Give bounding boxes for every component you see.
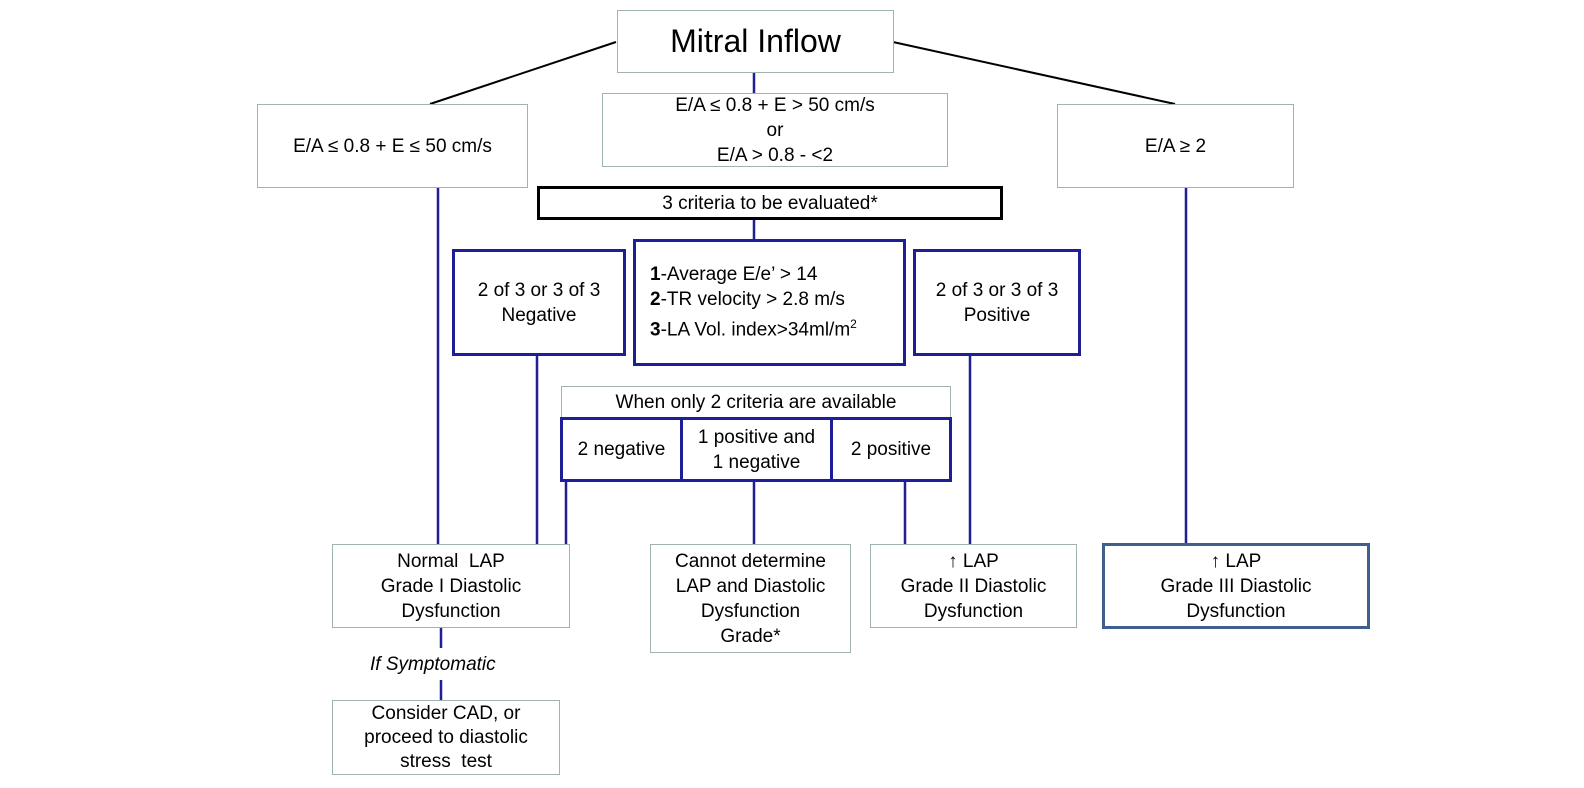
mitral-inflow-title: Mitral Inflow: [670, 23, 841, 59]
criteria-list-box: 1-Average E/e’ > 14 2-TR velocity > 2.8 …: [633, 239, 906, 366]
positive-criteria-box: 2 of 3 or 3 of 3 Positive: [913, 249, 1081, 356]
followup-line-2: proceed to diastolic: [364, 726, 528, 748]
branch-left-label: E/A ≤ 0.8 + E ≤ 50 cm/s: [293, 135, 492, 157]
branch-right-label: E/A ≥ 2: [1144, 135, 1207, 157]
followup-box: Consider CAD, or proceed to diastolic st…: [332, 700, 560, 775]
normal-line-3: Dysfunction: [401, 600, 501, 622]
negative-line-2: Negative: [501, 304, 577, 326]
branch-middle-line-2: or: [766, 119, 784, 141]
branch-middle-line-1: E/A ≤ 0.8 + E > 50 cm/s: [675, 94, 875, 116]
indeterminate-line-2: LAP and Diastolic: [675, 575, 826, 597]
criterion-3: 3-LA Vol. index>34ml/m2: [650, 317, 857, 341]
indeterminate-line-3: Dysfunction: [700, 600, 801, 622]
two-criteria-header-box: When only 2 criteria are available: [561, 386, 951, 418]
followup-line-1: Consider CAD, or: [371, 702, 521, 724]
two-positive-label: 2 positive: [850, 439, 932, 460]
symptomatic-note: If Symptomatic: [370, 654, 496, 675]
outcome-grade3-box: ↑ LAP Grade III Diastolic Dysfunction: [1102, 543, 1370, 629]
criteria-header-box: 3 criteria to be evaluated*: [537, 186, 1003, 220]
followup-line-3: stress test: [400, 750, 492, 772]
negative-criteria-box: 2 of 3 or 3 of 3 Negative: [452, 249, 626, 356]
grade2-line-3: Dysfunction: [923, 600, 1024, 622]
outcome-indeterminate-box: Cannot determine LAP and Diastolic Dysfu…: [650, 544, 851, 653]
two-negative-box: 2 negative: [560, 417, 683, 482]
connector-root-left: [429, 41, 617, 105]
connector-root-right: [892, 41, 1176, 105]
normal-line-2: Grade I Diastolic: [380, 575, 522, 597]
two-criteria-header-label: When only 2 criteria are available: [615, 391, 897, 413]
normal-line-1: Normal LAP: [397, 550, 505, 572]
mixed-line-2: 1 negative: [712, 451, 801, 473]
outcome-normal-box: Normal LAP Grade I Diastolic Dysfunction: [332, 544, 570, 628]
outcome-grade2-box: ↑ LAP Grade II Diastolic Dysfunction: [870, 544, 1077, 628]
grade3-line-3: Dysfunction: [1186, 600, 1286, 622]
two-negative-label: 2 negative: [577, 439, 666, 460]
positive-line-2: Positive: [963, 304, 1031, 326]
positive-line-1: 2 of 3 or 3 of 3: [935, 279, 1059, 301]
criteria-header-label: 3 criteria to be evaluated*: [662, 192, 878, 214]
criterion-2: 2-TR velocity > 2.8 m/s: [650, 289, 845, 311]
mixed-line-1: 1 positive and: [697, 426, 816, 448]
mixed-box: 1 positive and 1 negative: [680, 417, 833, 482]
branch-middle-line-3: E/A > 0.8 - <2: [716, 144, 834, 166]
indeterminate-line-4: Grade*: [720, 625, 781, 647]
grade3-line-2: Grade III Diastolic: [1160, 575, 1312, 597]
grade2-line-2: Grade II Diastolic: [900, 575, 1047, 597]
grade2-line-1: ↑ LAP: [948, 550, 999, 572]
negative-line-1: 2 of 3 or 3 of 3: [477, 279, 601, 301]
branch-right-box: E/A ≥ 2: [1057, 104, 1294, 188]
grade3-line-1: ↑ LAP: [1210, 550, 1262, 572]
branch-left-box: E/A ≤ 0.8 + E ≤ 50 cm/s: [257, 104, 528, 188]
branch-middle-box: E/A ≤ 0.8 + E > 50 cm/s or E/A > 0.8 - <…: [602, 93, 948, 167]
two-positive-box: 2 positive: [830, 417, 952, 482]
criterion-1: 1-Average E/e’ > 14: [650, 264, 818, 286]
indeterminate-line-1: Cannot determine: [674, 550, 827, 572]
mitral-inflow-box: Mitral Inflow: [617, 10, 894, 73]
